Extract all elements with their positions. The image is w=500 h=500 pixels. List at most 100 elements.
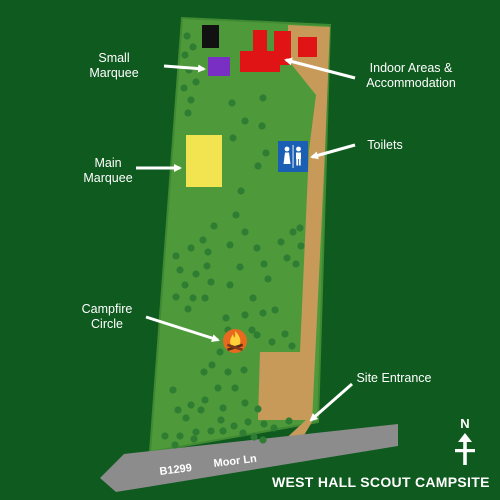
campfire-icon [223,329,247,353]
small-marquee-tent [208,57,230,76]
tree [207,278,215,286]
tree [192,78,200,86]
tree [283,254,291,262]
tree [180,84,188,92]
tree [292,260,300,268]
tree [187,96,195,104]
tree [229,134,237,142]
tree [181,281,189,289]
tree [189,43,197,51]
toilets-label: Toilets [367,138,403,152]
tree [210,222,218,230]
tree [187,401,195,409]
tree [259,94,267,102]
tree [197,406,205,414]
tree [254,162,262,170]
site-entrance-label: Site Entrance [356,371,432,385]
tree [217,416,225,424]
tree [241,228,249,236]
tree [184,109,192,117]
tree [182,414,190,422]
tree [169,386,177,394]
tree [241,117,249,125]
campfire-arrow [145,315,220,342]
tree [264,275,272,283]
tree [199,236,207,244]
tree [236,263,244,271]
tree [222,314,230,322]
tree [226,281,234,289]
tree [281,330,289,338]
tree [271,306,279,314]
tree [289,228,297,236]
tree [192,270,200,278]
tree [260,260,268,268]
toilets-arrow [310,143,356,160]
road-name-label: Moor Ln [213,453,258,470]
tree [231,384,239,392]
tree [297,242,305,250]
tree [285,417,293,425]
tree [296,224,304,232]
toilets-icon [278,141,308,172]
north-label: N [460,416,470,431]
map-title: WEST HALL SCOUT CAMPSITE [272,474,490,490]
tree [207,427,215,435]
tree [200,368,208,376]
tree [187,244,195,252]
tree [254,405,262,413]
tree [176,266,184,274]
tree [244,418,252,426]
tree [258,122,266,130]
tree [189,294,197,302]
tree [184,305,192,313]
tree [277,238,285,246]
tree [171,441,179,449]
callout-arrows [136,57,356,422]
small-marquee-arrow [163,64,206,73]
north-arrow-icon [455,433,475,465]
tree [190,435,198,443]
tree [161,432,169,440]
tree [230,422,238,430]
tree [250,433,258,441]
tree-group [161,32,305,449]
indoor-areas-label: Indoor Areas &Accommodation [366,61,456,90]
entrance-arrow [309,382,353,422]
tree [219,427,227,435]
tree [253,244,261,252]
black-building [202,25,219,48]
tree [270,424,278,432]
tree [208,361,216,369]
main-marquee-tent [186,135,222,187]
tree [174,406,182,414]
tree [241,311,249,319]
tree [214,384,222,392]
tree [249,294,257,302]
tree [219,404,227,412]
tree [253,331,261,339]
tree [172,252,180,260]
indoor-arrow [284,57,356,80]
road [100,424,398,492]
tree [201,396,209,404]
access-track [258,25,330,442]
tree [237,187,245,195]
tree [172,293,180,301]
tree [176,432,184,440]
indoor-accommodation-buildings [240,30,317,72]
tree [241,399,249,407]
tree [201,294,209,302]
tree [226,241,234,249]
tree [239,429,247,437]
tree [268,338,276,346]
tree [259,309,267,317]
tree [288,342,296,350]
tree [262,149,270,157]
road-number-label: B1299 [159,462,193,478]
